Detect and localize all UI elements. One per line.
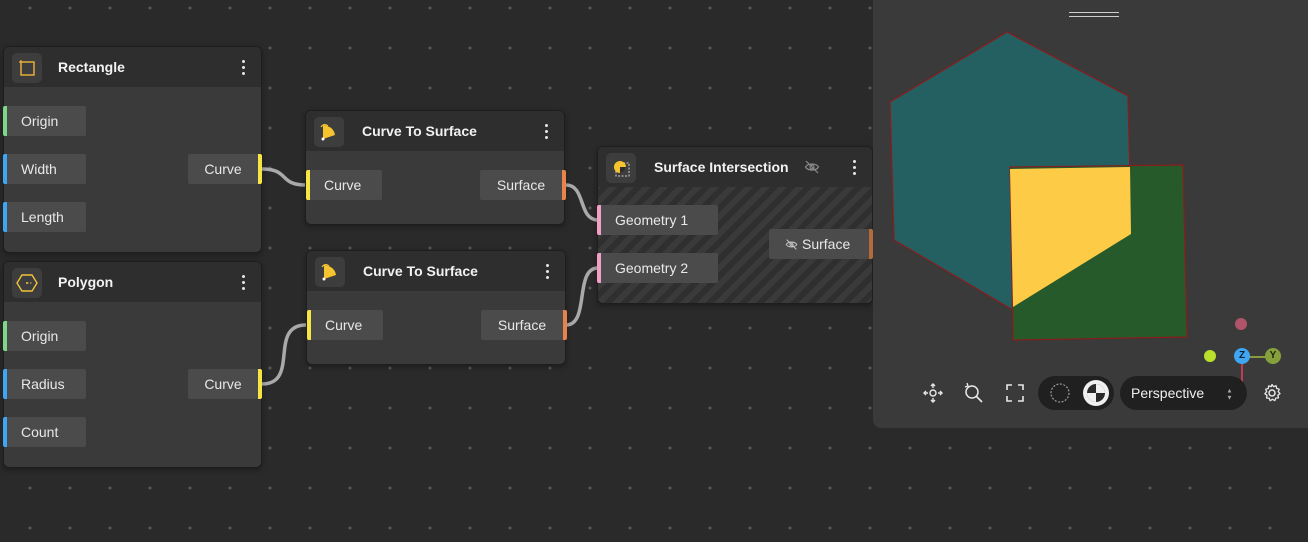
rectangle-icon	[12, 53, 42, 83]
axis-neg-x-dot[interactable]	[1235, 318, 1247, 330]
viewport-panel[interactable]: Z Y	[873, 0, 1308, 428]
gear-icon	[1264, 383, 1281, 402]
surface-intersection-icon	[606, 153, 636, 183]
input-port-width[interactable]: Width	[3, 154, 86, 184]
input-port-curve[interactable]: Curve	[307, 310, 383, 340]
fit-view-button[interactable]	[1000, 378, 1030, 408]
axis-y-dot[interactable]: Y	[1265, 348, 1281, 364]
node-header[interactable]: Curve To Surface	[307, 251, 565, 291]
axis-neg-y-dot[interactable]	[1204, 350, 1216, 362]
intersection-surface	[1010, 167, 1131, 307]
zoom-rotate-icon	[964, 382, 983, 403]
input-port-radius[interactable]: Radius	[3, 369, 86, 399]
polygon-node[interactable]: Polygon Origin Radius Count Curve	[3, 261, 262, 468]
node-header[interactable]: Rectangle	[4, 47, 261, 87]
curve-to-surface-icon	[315, 257, 345, 287]
node-title: Curve To Surface	[362, 123, 477, 139]
viewport-settings-button[interactable]	[1257, 378, 1287, 408]
wireframe-sphere-icon	[1050, 383, 1070, 403]
curve-to-surface-node-2[interactable]: Curve To Surface Curve Surface	[306, 250, 567, 365]
output-port-curve[interactable]: Curve	[188, 154, 262, 184]
input-port-geometry-2[interactable]: Geometry 2	[597, 253, 718, 283]
projection-value: Perspective	[1131, 385, 1205, 401]
node-header[interactable]: Curve To Surface	[306, 111, 564, 151]
surface-intersection-node[interactable]: Surface Intersection Geometry 1 Geometry…	[597, 146, 873, 304]
node-menu-button[interactable]	[235, 57, 251, 77]
output-port-curve[interactable]: Curve	[188, 369, 262, 399]
viewport-scene[interactable]	[873, 0, 1308, 370]
input-port-length[interactable]: Length	[3, 202, 86, 232]
node-title: Rectangle	[58, 59, 125, 75]
node-title: Polygon	[58, 274, 114, 290]
node-menu-button[interactable]	[538, 121, 554, 141]
axis-gizmo[interactable]: Z Y	[1201, 314, 1281, 384]
wireframe-mode-button[interactable]	[1047, 380, 1073, 406]
pan-tool-button[interactable]	[918, 378, 948, 408]
axis-z-dot[interactable]: Z	[1234, 348, 1250, 364]
node-menu-button[interactable]	[846, 157, 862, 177]
node-title: Surface Intersection	[654, 159, 789, 175]
shading-toggle[interactable]	[1038, 376, 1114, 410]
node-menu-button[interactable]	[235, 272, 251, 292]
shaded-mode-button[interactable]	[1083, 380, 1109, 406]
output-port-surface[interactable]: Surface	[769, 229, 873, 259]
panel-drag-handle[interactable]	[1063, 8, 1123, 22]
fit-frame-icon	[1006, 384, 1024, 402]
node-header[interactable]: Polygon	[4, 262, 261, 302]
curve-to-surface-node-1[interactable]: Curve To Surface Curve Surface	[305, 110, 566, 225]
node-title: Curve To Surface	[363, 263, 478, 279]
rectangle-node[interactable]: Rectangle Origin Width Length Curve	[3, 46, 262, 253]
output-port-surface[interactable]: Surface	[481, 310, 567, 340]
projection-select[interactable]: Perspective ▲▼	[1120, 376, 1247, 410]
hidden-eye-icon[interactable]	[804, 159, 822, 175]
input-port-curve[interactable]: Curve	[306, 170, 382, 200]
output-port-surface[interactable]: Surface	[480, 170, 566, 200]
hexagon-icon	[12, 268, 42, 298]
curve-to-surface-icon	[314, 117, 344, 147]
input-port-origin[interactable]: Origin	[3, 106, 86, 136]
node-menu-button[interactable]	[539, 261, 555, 281]
input-port-geometry-1[interactable]: Geometry 1	[597, 205, 718, 235]
input-port-origin[interactable]: Origin	[3, 321, 86, 351]
chevron-up-down-icon: ▲▼	[1226, 387, 1233, 401]
input-port-count[interactable]: Count	[3, 417, 86, 447]
zoom-tool-button[interactable]	[959, 378, 989, 408]
move-icon	[923, 383, 943, 403]
shaded-sphere-icon	[1087, 384, 1105, 402]
node-header[interactable]: Surface Intersection	[598, 147, 872, 187]
port-label: Surface	[802, 236, 851, 252]
hidden-eye-icon	[785, 239, 798, 250]
